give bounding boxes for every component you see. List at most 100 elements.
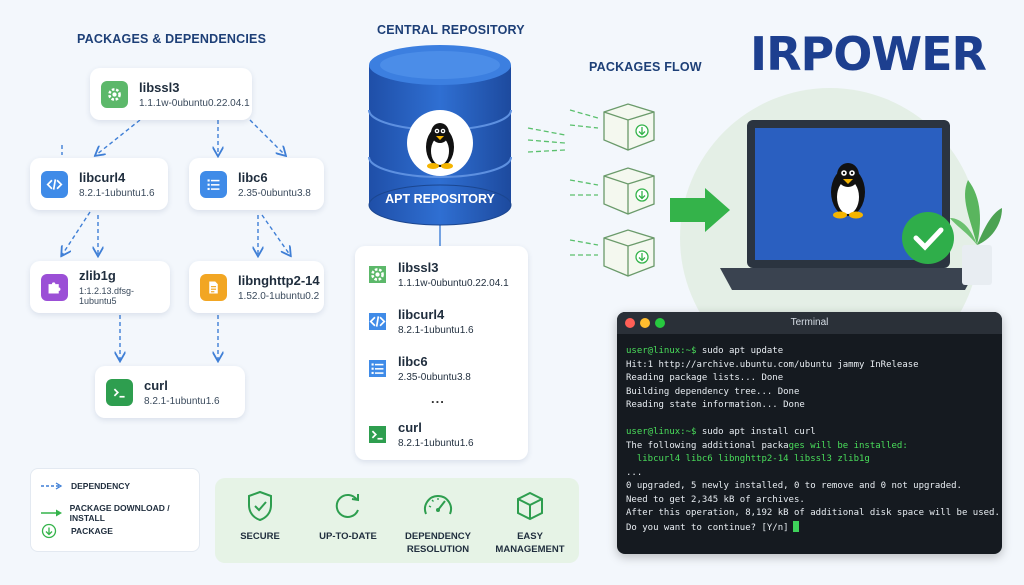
package-card-libssl3[interactable]: libssl3 1.1.1w-0ubuntu0.22.04.1 [90,68,252,120]
legend-label: DEPENDENCY [71,481,131,491]
feature-label-line2: MANAGEMENT [495,544,565,555]
feature-dependency-resolution: DEPENDENCY RESOLUTION [393,490,483,556]
packages-flow-title: PACKAGES FLOW [589,60,702,74]
package-boxes [603,103,655,277]
feature-up-to-date: UP-TO-DATE [303,490,393,543]
package-version: 8.2.1-1ubuntu1.6 [79,187,155,199]
package-name: libcurl4 [79,169,126,185]
gear-icon [101,80,128,108]
package-version: 8.2.1-1ubuntu1.6 [398,438,474,449]
document-icon [200,273,227,301]
terminal-title: Terminal [790,317,829,328]
list-item[interactable]: libssl3 1.1.1w-0ubuntu0.22.04.1 [369,260,509,289]
terminal-line: user@linux:~$ sudo apt install curl [626,426,993,440]
checkmark-icon [902,212,954,264]
gear-icon [369,266,386,283]
terminal-line: Building dependency tree... Done [626,386,800,397]
legend-item-download: PACKAGE DOWNLOAD / INSTALL [41,503,199,523]
cube-icon [517,491,543,521]
package-name: libc6 [398,354,428,369]
terminal-prompt: user@linux:~$ [626,346,697,356]
terminal-cursor[interactable] [792,520,799,532]
terminal-icon [369,426,386,443]
green-arrow-icon [41,509,62,517]
terminal-blank-line [626,413,993,427]
puzzle-icon [41,273,68,301]
logo-graphic: IRPOWER [750,27,988,81]
list-icon [200,170,227,198]
legend-label: PACKAGE DOWNLOAD / INSTALL [69,503,170,523]
apt-repository-label: APT REPOSITORY [385,192,495,206]
terminal-line: libcurl4 libc6 libnghttp2-14 libssl3 zli… [626,454,870,464]
terminal-line: Reading package lists... Done [626,373,784,383]
package-version: 2.35-0ubuntu3.8 [238,187,311,199]
apt-repository-cylinder [368,45,512,226]
package-name: libssl3 [139,79,180,95]
package-card-zlib1g[interactable]: zlib1g 1:1.2.13.dfsg-1ubuntu5 [30,261,170,313]
package-name: zlib1g [79,268,116,283]
terminal-prompt: user@linux:~$ [626,427,697,437]
terminal-line: Do you want to continue? [Y/n] [626,520,993,536]
terminal-titlebar: Terminal [617,312,1002,334]
feature-easy-management: EASY MANAGEMENT [485,490,575,556]
code-icon [369,313,386,330]
feature-secure: SECURE [215,490,305,543]
close-window-button[interactable] [625,318,635,328]
package-version: 1.1.1w-0ubuntu0.22.04.1 [398,278,509,289]
dashed-arrow-icon [41,482,63,490]
package-version: 1:1.2.13.dfsg-1ubuntu5 [79,286,135,306]
feature-label-line2: RESOLUTION [406,544,470,555]
feature-label: SECURE [240,531,280,542]
minimize-window-button[interactable] [640,318,650,328]
legend: DEPENDENCY PACKAGE DOWNLOAD / INSTALL PA… [30,468,200,552]
feature-label: EASY [517,531,543,542]
terminal-icon [106,378,133,406]
package-name: libc6 [238,169,268,185]
gauge-icon [424,495,452,515]
legend-item-package: PACKAGE [41,523,113,539]
package-card-libc6[interactable]: libc6 2.35-0ubuntu3.8 [189,158,324,210]
terminal-line: Hit:1 http://archive.ubuntu.com/ubuntu j… [626,359,919,370]
refresh-icon [335,493,359,518]
package-card-libnghttp2[interactable]: libnghttp2-14 1.52.0-1ubuntu0.2 [189,261,324,313]
code-icon [41,170,68,198]
terminal-line: user@linux:~$ sudo apt update [626,345,993,359]
package-name: libnghttp2-14 [238,272,320,288]
package-name: curl [398,420,422,435]
central-repository-title: CENTRAL REPOSITORY [377,23,525,37]
tux-icon [831,163,865,219]
packages-title: PACKAGES & DEPENDENCIES [77,32,267,46]
list-ellipsis: ... [431,391,445,406]
package-version: 1.52.0-1ubuntu0.2 [238,290,320,302]
terminal-command: sudo apt install curl [696,427,816,437]
list-item[interactable]: curl 8.2.1-1ubuntu1.6 [369,420,474,449]
package-card-libcurl4[interactable]: libcurl4 8.2.1-1ubuntu1.6 [30,158,168,210]
package-name: libcurl4 [398,307,445,322]
logo-text: IRPOWER [750,27,987,80]
laptop-illustration [720,120,1002,290]
terminal-line: Need to get 2,345 kB of archives. [626,494,805,505]
irpower-logo: IRPOWER [750,25,1010,81]
terminal-line: The following additional packages will b… [626,440,993,454]
feature-label: UP-TO-DATE [319,531,377,542]
terminal-line: After this operation, 8,192 kB of additi… [626,508,1000,518]
package-name: libssl3 [398,260,439,275]
download-circle-icon [41,523,57,539]
tux-penguin [426,123,454,169]
terminal-text-green: ges will be installed: [788,440,908,451]
package-version: 8.2.1-1ubuntu1.6 [144,395,220,407]
legend-label: PACKAGE [71,526,113,536]
plant-icon [950,180,1002,285]
terminal-text: The following additional packa [626,440,789,451]
package-version: 1.1.1w-0ubuntu0.22.04.1 [139,97,250,109]
maximize-window-button[interactable] [655,318,665,328]
terminal-command: sudo apt update [696,346,784,356]
terminal-text: Do you want to continue? [Y/n] [626,522,789,533]
